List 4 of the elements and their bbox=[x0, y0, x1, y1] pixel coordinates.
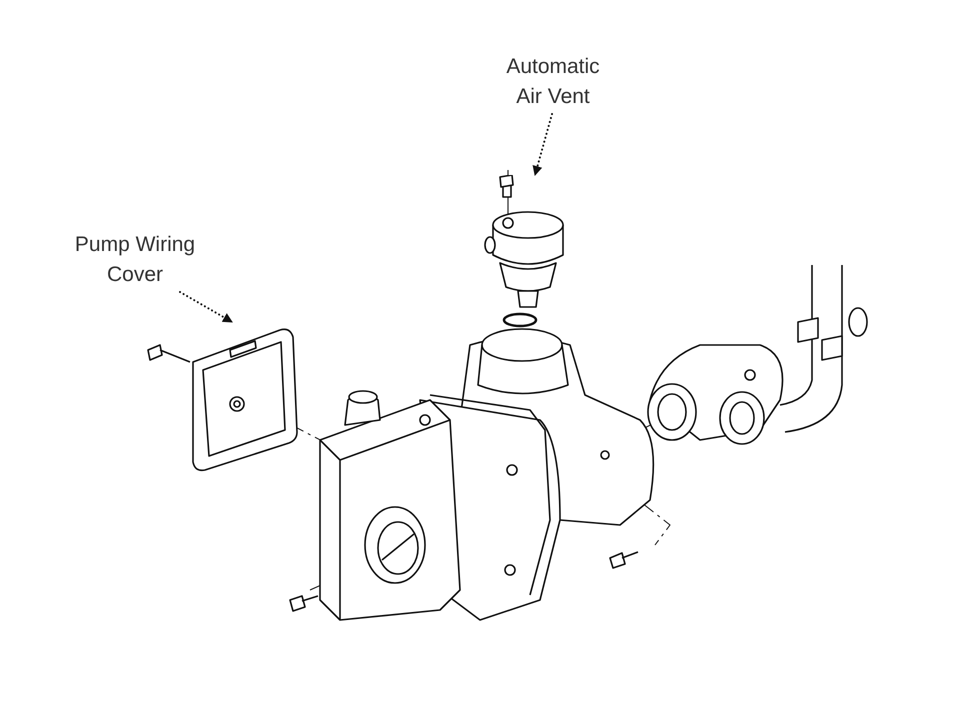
part-label: Automatic Air Vent bbox=[498, 52, 608, 114]
leader-line bbox=[178, 291, 234, 323]
part-label: Pump Wiring Cover bbox=[52, 230, 218, 292]
leader-line bbox=[532, 113, 553, 176]
